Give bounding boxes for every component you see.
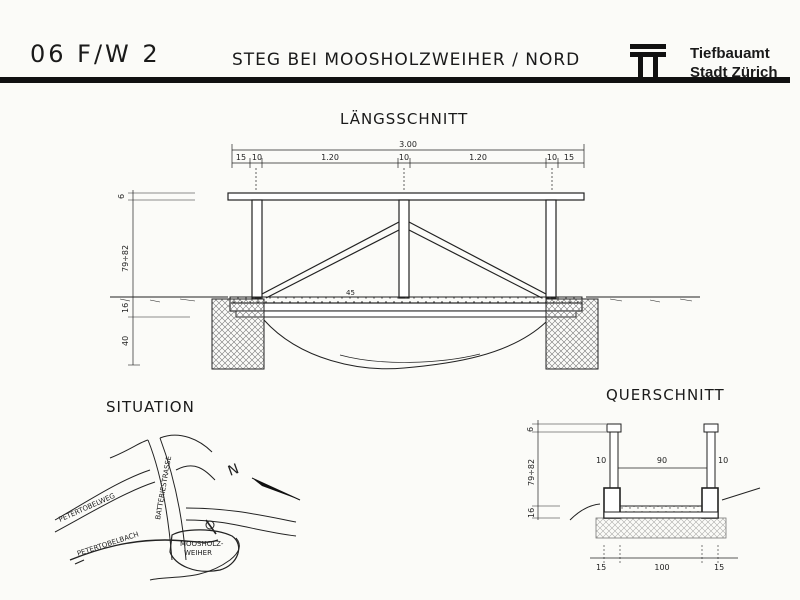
q-dim-deck-thickness: 16	[527, 508, 536, 518]
drawing-number: 06 F/W 2	[30, 40, 161, 68]
label-petertobelweg: PETERTOBELWEG	[58, 492, 117, 524]
header-rule	[0, 77, 790, 83]
q-dim-inner-width: 90	[657, 456, 667, 465]
q-dim-post-right: 10	[718, 456, 728, 465]
dim-railing-height: 79÷82	[121, 245, 130, 272]
dim-seg-1: 15	[236, 153, 246, 162]
dim-total: 3.00	[399, 140, 417, 149]
q-dim-bottom-right: 15	[714, 563, 724, 572]
label-north: N	[226, 461, 241, 480]
q-dim-bottom-left: 15	[596, 563, 606, 572]
label-pond-2: WEIHER	[184, 549, 212, 557]
label-petertobelbach: PETERTOBELBACH	[76, 530, 140, 557]
q-dim-post-left: 10	[596, 456, 606, 465]
querschnitt-dimension-labels: 6 79÷82 16 10 90 10 15 100 15	[526, 427, 728, 572]
org-line-1: Tiefbauamt	[690, 45, 770, 62]
dim-seg-2: 10	[252, 153, 262, 162]
q-dim-rail-height: 6	[526, 427, 535, 432]
section-title-situation: SITUATION	[106, 398, 195, 416]
dim-seg-7: 15	[564, 153, 574, 162]
laengsschnitt-drawing	[110, 144, 700, 370]
organization-name: Tiefbauamt Stadt Zürich	[690, 44, 778, 82]
dim-rail-height: 6	[117, 194, 126, 199]
laengsschnitt-dimension-labels: 3.00 15 10 1.20 10 1.20 10 15 6 79÷82 16…	[117, 140, 574, 346]
q-dim-bottom-mid: 100	[654, 563, 669, 572]
situation-map	[54, 434, 297, 581]
tiefbauamt-logo-icon	[630, 44, 666, 78]
dim-seg-3: 1.20	[321, 153, 339, 162]
dim-deck-thickness: 16	[121, 303, 130, 313]
north-arrow-icon	[251, 477, 301, 501]
q-dim-railing-height: 79÷82	[527, 459, 536, 486]
dim-seg-4: 10	[399, 153, 409, 162]
drawing-title: STEG BEI MOOSHOLZWEIHER / NORD	[232, 50, 581, 70]
dim-foundation-depth: 40	[121, 336, 130, 346]
querschnitt-drawing	[532, 420, 761, 565]
dim-seg-6: 10	[547, 153, 557, 162]
label-pond-1: MOOSHOLZ-	[180, 540, 224, 548]
section-title-querschnitt: QUERSCHNITT	[606, 386, 725, 404]
dim-seg-5: 1.20	[469, 153, 487, 162]
org-line-2: Stadt Zürich	[690, 64, 778, 81]
deck-mark: 45	[346, 289, 355, 297]
section-title-laengsschnitt: LÄNGSSCHNITT	[340, 110, 469, 128]
